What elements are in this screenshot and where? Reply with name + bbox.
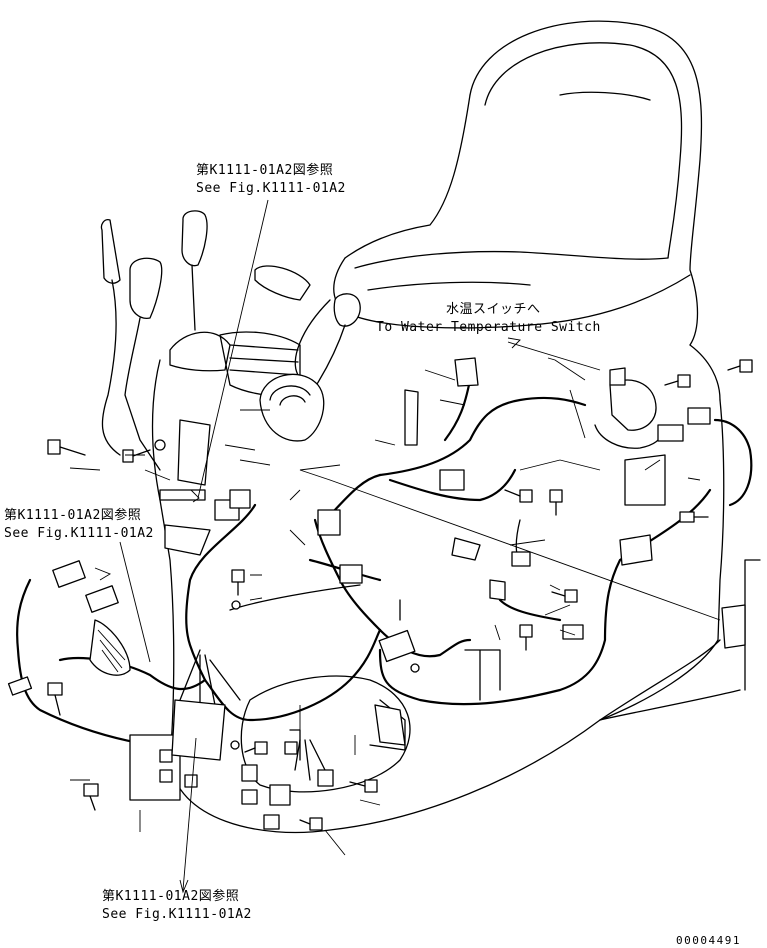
operator-seat <box>294 20 721 401</box>
callout-water-temp-en: To Water Temperature Switch <box>376 320 601 335</box>
callout-bottom-jp: 第K1111-01A2図参照 <box>102 889 240 904</box>
bolts <box>47 359 753 831</box>
callout-left-jp: 第K1111-01A2図参照 <box>4 508 142 523</box>
callout-water-temp-jp: 水温スイッチへ <box>446 302 541 317</box>
connectors <box>7 357 746 830</box>
callout-left-en: See Fig.K1111-01A2 <box>4 526 154 541</box>
leader-lines <box>69 199 721 894</box>
control-levers <box>100 210 419 471</box>
callout-top-jp: 第K1111-01A2図参照 <box>196 163 334 178</box>
callout-top-en: See Fig.K1111-01A2 <box>196 181 346 196</box>
callout-bottom-en: See Fig.K1111-01A2 <box>102 907 252 922</box>
figure-number: 00004491 <box>676 934 741 947</box>
